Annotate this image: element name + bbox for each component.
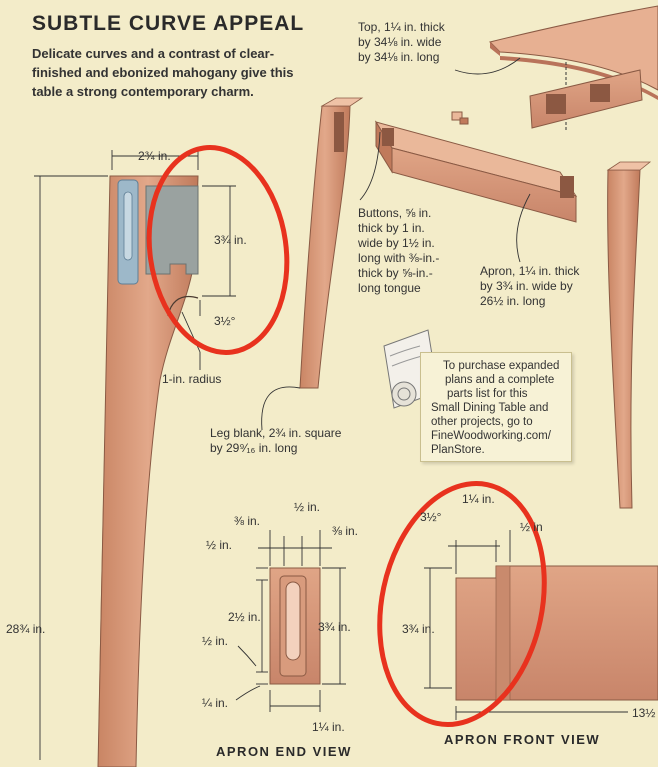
buttons-callout-line: long tongue	[358, 281, 421, 295]
end-dim-half-low: ½ in.	[202, 634, 229, 648]
buttons-callout-line: thick by 1 in.	[358, 221, 425, 235]
page-subtitle: Delicate curves and a contrast of clear-…	[32, 46, 294, 99]
page-title: SUBTLE CURVE APPEAL	[32, 12, 305, 35]
end-dim-half-top: ½ in.	[294, 500, 321, 514]
front-dim-length: 13½	[632, 706, 656, 720]
buttons-callout-line: thick by ⅝-in.-	[358, 266, 433, 280]
leg-width-dim: 2¾ in.	[138, 149, 171, 163]
note-line: other projects, go to	[431, 416, 533, 428]
buttons-callout-line: Buttons, ⅝ in.	[358, 206, 432, 220]
top-callout-line: by 34⅛ in. wide	[358, 35, 442, 49]
front-dim-height: 3¾ in.	[402, 622, 435, 636]
highlight-ellipse-leg	[146, 145, 290, 355]
leg-height-dim: 28¾ in.	[6, 622, 46, 636]
highlight-ellipse-apron	[377, 481, 547, 727]
note-line: PlanStore.	[431, 444, 485, 456]
end-dim-quarter: ¼ in.	[202, 696, 229, 710]
buttons-drawing	[451, 111, 469, 125]
end-dim-three-eighths-a: ⅜ in.	[234, 514, 261, 528]
leg-blank-callout: Leg blank, 2¾ in. square by 29⁹⁄₁₆ in. l…	[210, 426, 341, 456]
apron-callout-line: 26½ in. long	[480, 294, 546, 308]
front-dim-angle: 3½°	[420, 510, 442, 524]
right-leg-drawing	[606, 161, 652, 509]
note-line: Small Dining Table and	[431, 402, 549, 414]
large-leg-drawing	[97, 175, 199, 767]
buttons-callout-line: long with ⅜-in.-	[358, 251, 440, 265]
end-dim-three-quarter: 3¾ in.	[318, 620, 351, 634]
note-line: plans and a complete	[445, 374, 555, 386]
leg-radius-dim: 1-in. radius	[162, 372, 222, 386]
buttons-callout: Buttons, ⅝ in. thick by 1 in. wide by 1½…	[358, 206, 439, 296]
apron-drawing	[359, 120, 578, 263]
leg-blank-callout-line: Leg blank, 2¾ in. square	[210, 426, 342, 440]
end-dim-one-quarter: 1¼ in.	[312, 720, 345, 734]
front-dim-top: 1¼ in.	[462, 492, 495, 506]
leg-mortise-depth-dim: 3¾ in.	[214, 233, 247, 247]
top-callout-line: by 34⅛ in. long	[358, 50, 440, 64]
apron-callout-line: Apron, 1¼ in. thick	[480, 264, 580, 278]
apron-end-view-drawing	[235, 530, 346, 712]
end-dim-three-eighths-b: ⅜ in.	[332, 524, 359, 538]
leg-blank-callout-line: by 29⁹⁄₁₆ in. long	[210, 441, 298, 455]
note-line: FineWoodworking.com/	[431, 430, 551, 442]
front-dim-half: ½ in	[520, 520, 543, 534]
apron-callout: Apron, 1¼ in. thick by 3¾ in. wide by 26…	[480, 264, 579, 309]
table-top-drawing	[454, 5, 658, 130]
apron-front-view-drawing	[424, 530, 658, 720]
note-line: parts list for this	[447, 388, 528, 400]
apron-front-view-title: APRON FRONT VIEW	[444, 732, 601, 747]
top-callout-line: Top, 1¼ in. thick	[358, 20, 445, 34]
note-line: To purchase expanded	[443, 360, 560, 372]
end-dim-two-half: 2½ in.	[228, 610, 261, 624]
top-callout: Top, 1¼ in. thick by 34⅛ in. wide by 34⅛…	[358, 20, 445, 65]
leg-angle-dim: 3½°	[214, 314, 236, 328]
apron-callout-line: by 3¾ in. wide by	[480, 279, 573, 293]
buttons-callout-line: wide by 1½ in.	[358, 236, 435, 250]
purchase-note: To purchase expanded plans and a complet…	[420, 352, 572, 462]
apron-end-view-title: APRON END VIEW	[216, 744, 352, 759]
leg-blank-drawing	[261, 97, 364, 431]
end-dim-half-left: ½ in.	[206, 538, 233, 552]
